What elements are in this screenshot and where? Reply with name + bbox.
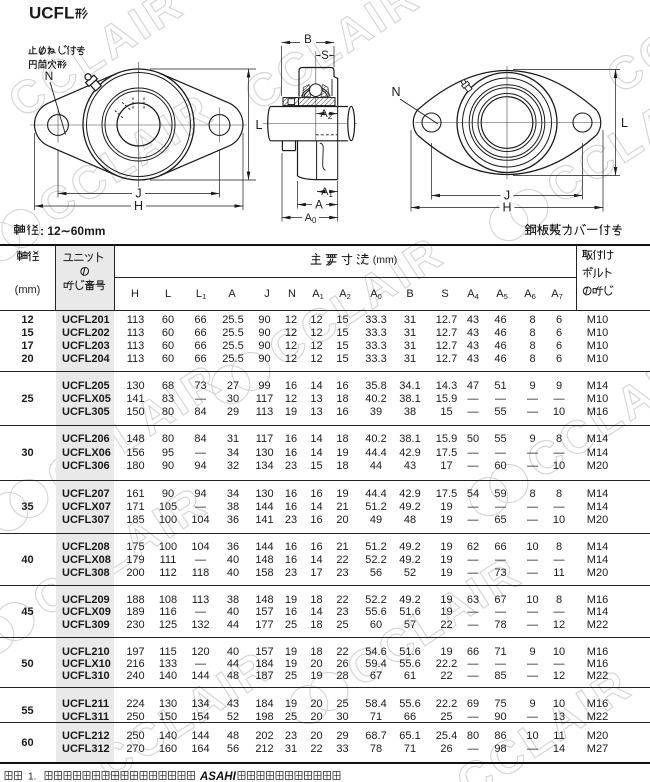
svg-text:H: H xyxy=(134,199,143,213)
svg-text:A2: A2 xyxy=(320,108,332,121)
svg-text:ASAHI: ASAHI xyxy=(199,771,237,782)
svg-text:J: J xyxy=(504,189,510,203)
svg-text:N: N xyxy=(391,85,400,99)
svg-text:N: N xyxy=(45,69,54,83)
svg-text:UCFL: UCFL xyxy=(29,4,74,23)
svg-text:B: B xyxy=(304,34,312,46)
svg-text:H: H xyxy=(502,201,511,215)
svg-text:J: J xyxy=(135,187,141,201)
svg-text:A1: A1 xyxy=(321,186,333,199)
svg-text:S: S xyxy=(321,50,329,62)
svg-text:L: L xyxy=(621,116,628,130)
svg-text:L: L xyxy=(256,118,263,132)
svg-text:1.: 1. xyxy=(28,772,36,782)
svg-text:A0: A0 xyxy=(305,212,317,225)
svg-text:A: A xyxy=(315,200,323,212)
